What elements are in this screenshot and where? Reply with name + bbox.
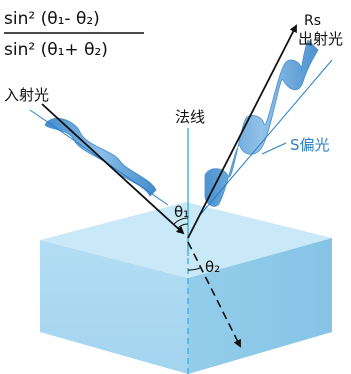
formula-denominator: sin² (θ₁+ θ₂) [4,40,108,60]
s-polarized-label: S偏光 [290,136,330,154]
reflected-wave-axis [199,59,333,216]
reflected-light-label: 出射光 [298,30,343,48]
theta2-arc [187,267,201,271]
theta1-arc-inner [177,223,189,229]
theta1-label: θ₁ [174,203,189,221]
reflected-wave [204,39,319,207]
reflectance-formula: sin² (θ₁- θ₂) sin² (θ₁+ θ₂) [4,9,144,60]
theta1-arc-outer [173,217,189,225]
reflected-ray [187,24,297,239]
incident-wave-axis [29,109,169,206]
block-left-face [40,240,188,374]
block-top-face [40,202,332,278]
theta2-label: θ₂ [205,258,220,276]
formula-numerator: sin² (θ₁- θ₂) [4,9,100,29]
incident-ray [41,103,185,235]
polarization-pointer [261,142,287,155]
glass-block [40,202,332,374]
incident-light-label: 入射光 [4,86,49,104]
reflected-symbol-label: Rs [304,13,321,29]
normal-label: 法线 [175,108,205,126]
block-right-face [188,238,332,374]
refracted-ray [187,241,241,348]
